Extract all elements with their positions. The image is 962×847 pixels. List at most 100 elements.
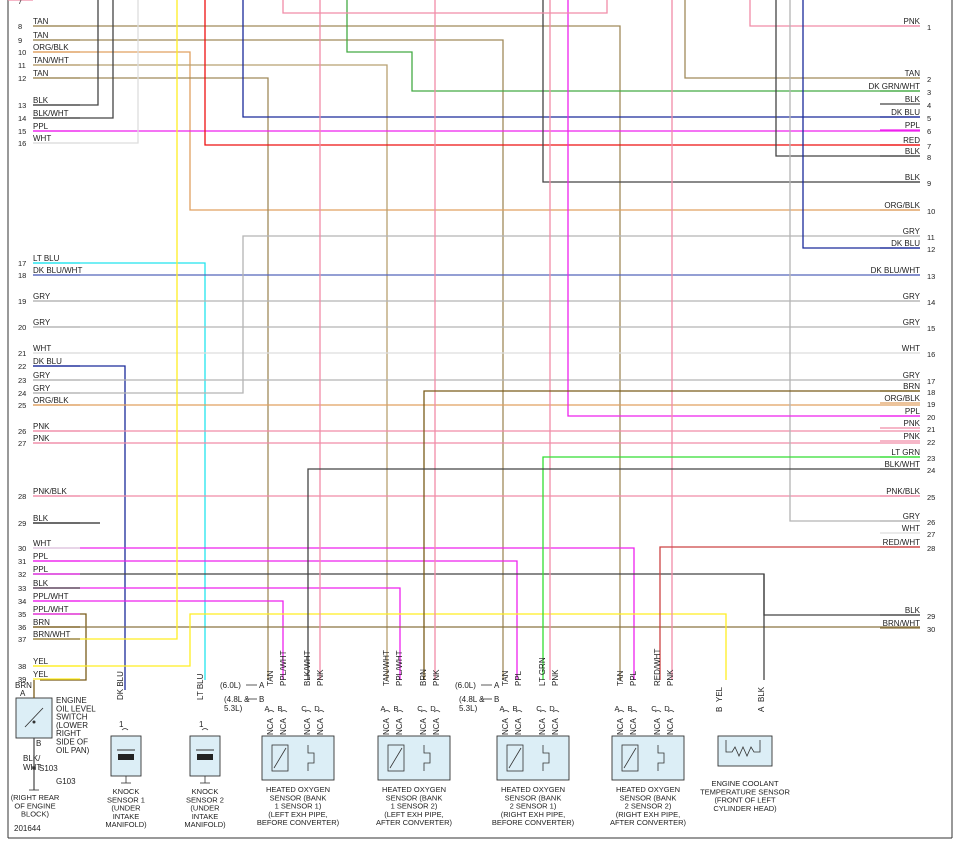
connector-pin: [317, 710, 325, 713]
left-pin-number: 38: [18, 662, 26, 671]
right-pin-number: 12: [927, 245, 935, 254]
right-pin-number: 3: [927, 88, 931, 97]
components-layer: TANANCAPPL/WHTBNCABLK/WHTCNCAPNKDNCAHEAT…: [11, 649, 791, 830]
wire-color-label: PNK: [666, 669, 675, 686]
right-pin-number: 7: [927, 142, 931, 151]
right-pin-label: WHT: [902, 524, 920, 533]
sensor-caption: HEATED OXYGEN: [266, 785, 330, 794]
left-pin-label: BLK/WHT: [33, 109, 69, 118]
left-pin-label: GRY: [33, 292, 51, 301]
splice-label: S103: [39, 764, 58, 773]
pin-letter: A: [614, 704, 619, 713]
sensor-arrow: [273, 747, 287, 769]
sensor-caption: SENSOR (BANK: [386, 793, 443, 802]
right-pin-number: 10: [927, 207, 935, 216]
left-pin-label: BRN: [33, 618, 50, 627]
heater-element: [542, 745, 550, 771]
left-pin-label: ORG/BLK: [33, 43, 69, 52]
left-pin-label: ORG/BLK: [33, 396, 69, 405]
right-pin-label: DK GRN/WHT: [868, 82, 920, 91]
wire-color-label: PNK: [551, 669, 560, 686]
pin-letter: D: [314, 704, 320, 713]
wire-color-label: YEL: [715, 686, 724, 702]
pin-letter: A: [20, 689, 26, 698]
right-pin-number: 11: [927, 233, 935, 242]
pin-letter: A: [499, 704, 504, 713]
switch-caption: OIL LEVEL: [56, 704, 96, 713]
sensor-caption: (LEFT EXH PIPE,: [268, 810, 327, 819]
connector-pin: [617, 710, 625, 713]
wire-run: [33, 600, 284, 680]
left-pin-number: 7: [18, 0, 22, 6]
left-pin-label: WHT: [33, 344, 51, 353]
nca-label: NCA: [629, 717, 638, 735]
engine-note: 5.3L): [459, 704, 478, 713]
right-pin-label: PPL: [905, 121, 921, 130]
switch-pivot: [32, 720, 36, 724]
left-pin-number: 29: [18, 519, 26, 528]
left-pin-label: PNK: [33, 434, 50, 443]
left-pin-label: YEL: [33, 670, 49, 679]
left-pin-label: BLK: [33, 96, 49, 105]
wire-run: [307, 468, 920, 680]
sensor-caption: (FRONT OF LEFT: [714, 796, 776, 805]
right-pin-label: BLK: [905, 147, 921, 156]
pin-number: 1: [199, 720, 204, 729]
nca-label: NCA: [551, 717, 560, 735]
right-pin-label: BLK: [905, 95, 921, 104]
left-pin-label: PPL: [33, 565, 49, 574]
left-pin-number: 10: [18, 48, 26, 57]
wire-run: [749, 0, 920, 27]
nca-label: NCA: [501, 717, 510, 735]
wire-run: [33, 64, 388, 680]
right-pin-label: GRY: [903, 512, 921, 521]
wire-run: [33, 587, 401, 680]
left-pin-label: TAN/WHT: [33, 56, 69, 65]
connector-pin: [502, 710, 510, 713]
right-pin-label: BLK/WHT: [884, 460, 920, 469]
nca-label: NCA: [538, 717, 547, 735]
left-pin-label: PPL: [33, 552, 49, 561]
left-pin-number: 28: [18, 492, 26, 501]
sensor-element: [506, 744, 524, 772]
wire-color-label: BLK: [757, 686, 766, 702]
connector-pin: [654, 710, 662, 713]
left-pin-number: 18: [18, 271, 26, 280]
wire-run: [33, 0, 139, 144]
right-pin-label: DK BLU: [891, 239, 920, 248]
piezo-crystal: [197, 754, 213, 760]
connector-pin: [420, 710, 428, 713]
connector-pin: [667, 710, 675, 713]
thermistor: [725, 740, 761, 757]
wire-run: [33, 0, 178, 640]
engine-note: (6.0L): [220, 681, 241, 690]
right-pin-label: BRN/WHT: [883, 619, 920, 628]
nca-label: NCA: [382, 717, 391, 735]
sensor-caption: 2 SENSOR 1): [510, 802, 557, 811]
right-pin-number: 19: [927, 400, 935, 409]
right-pin-label: PNK: [904, 419, 921, 428]
pin-letter: B: [494, 695, 499, 704]
right-pin-label: RED/WHT: [883, 538, 920, 547]
pin-letter: B: [259, 695, 264, 704]
wire-run: [242, 0, 920, 118]
sensor-caption: KNOCK: [192, 787, 219, 796]
left-pin-number: 13: [18, 101, 26, 110]
nca-label: NCA: [395, 717, 404, 735]
pin-letter: A: [259, 681, 265, 690]
ground-caption: BLOCK): [21, 810, 49, 819]
left-pin-label: PNK/BLK: [33, 487, 67, 496]
sensor-caption: AFTER CONVERTER): [376, 818, 453, 827]
heated-oxygen-sensor-b1s2: TAN/WHTANCAPPL/WHTBNCABRNCNCAPNKDNCAHEAT…: [376, 650, 453, 827]
right-pin-number: 25: [927, 493, 935, 502]
wire-run: [775, 0, 920, 157]
left-pin-number: 20: [18, 323, 26, 332]
engine-note: (4.8L &: [459, 695, 485, 704]
nca-label: NCA: [303, 717, 312, 735]
connector-pin: [515, 710, 523, 713]
right-pin-number: 6: [927, 127, 931, 136]
nca-label: NCA: [266, 717, 275, 735]
sensor-caption: ENGINE COOLANT: [711, 779, 779, 788]
